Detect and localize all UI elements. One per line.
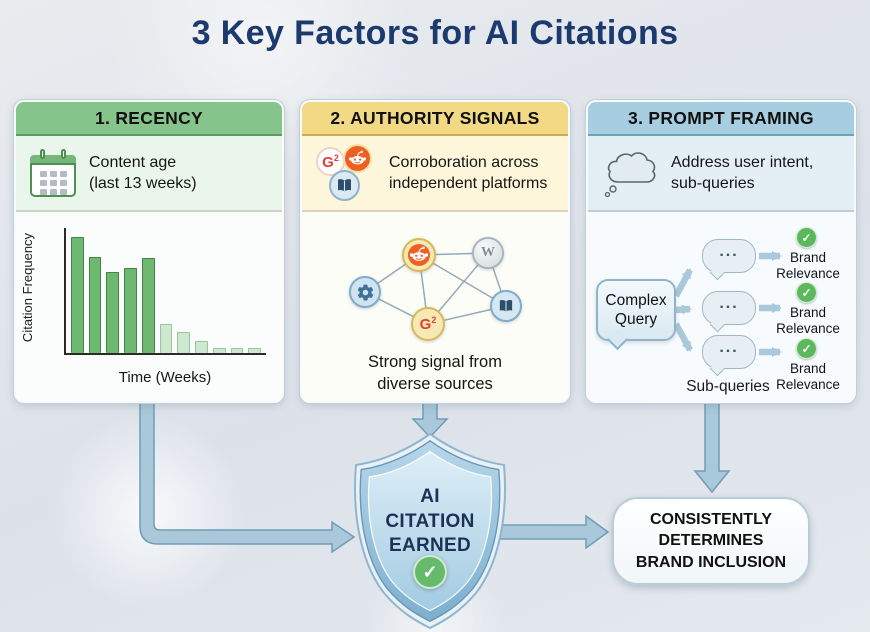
panel-header: 1. RECENCY	[16, 102, 282, 136]
prompt-flow-arrows	[673, 251, 782, 357]
chart-plot	[64, 228, 266, 355]
check-icon: ✓	[796, 282, 817, 303]
sub-queries-label: Sub-queries	[686, 378, 770, 395]
ai-citation-shield: AI CITATION EARNED ✓	[347, 428, 513, 632]
recency-info-row: Content age (last 13 weeks)	[16, 136, 282, 212]
recency-info-text: Content age (last 13 weeks)	[89, 153, 197, 192]
flow-arrow-recency	[139, 402, 356, 554]
check-icon: ✓	[796, 227, 817, 248]
chart-bar	[195, 340, 208, 353]
flow-arrow-shield-to-outcome	[499, 514, 610, 550]
book-icon	[490, 290, 522, 322]
chart-bar	[124, 268, 137, 353]
check-icon: ✓	[796, 338, 817, 359]
page-title: 3 Key Factors for AI Citations	[191, 14, 679, 52]
reddit-icon	[402, 238, 436, 272]
g2-icon: G2	[411, 307, 445, 341]
chart-x-axis-label: Time (Weeks)	[118, 369, 212, 386]
panel-recency: 1. RECENCY Content age (last 13 weeks) C…	[14, 100, 284, 403]
authority-info-row: G2	[302, 136, 568, 212]
factor-panels: 1. RECENCY Content age (last 13 weeks) C…	[14, 100, 856, 403]
panel-header: 3. PROMPT FRAMING	[588, 102, 854, 136]
shield-check-icon: ✓	[413, 555, 447, 589]
chart-bar	[230, 348, 244, 353]
platform-icons-cluster: G2	[316, 144, 376, 202]
chart-bar	[141, 258, 155, 353]
book-icon	[329, 170, 360, 201]
chart-bar	[248, 348, 262, 353]
calendar-icon	[30, 148, 76, 197]
chart-bar	[106, 271, 120, 353]
sub-query-bubble: ...	[702, 291, 756, 325]
chart-bar	[177, 331, 191, 353]
wikipedia-globe-icon: W	[472, 237, 504, 269]
authority-network: W G2 Stron	[302, 212, 568, 401]
recency-chart: Citation Frequency Time (Weeks)	[16, 212, 282, 401]
outcome-box: CONSISTENTLY DETERMINES BRAND INCLUSION	[612, 497, 810, 585]
shield-title: AI CITATION EARNED	[385, 486, 475, 557]
chart-bar	[71, 236, 84, 353]
authority-caption: Strong signal from diverse sources	[368, 353, 502, 393]
chart-bar	[159, 324, 173, 353]
prompt-info-row: Address user intent, sub-queries	[588, 136, 854, 212]
sub-query-bubble: ...	[702, 335, 756, 369]
authority-info-text: Corroboration across independent platfor…	[389, 153, 548, 192]
panel-prompt-framing: 3. PROMPT FRAMING Address user intent, s…	[586, 100, 856, 403]
panel-authority-signals: 2. AUTHORITY SIGNALS G2	[300, 100, 570, 403]
sub-query-bubble: ...	[702, 239, 756, 273]
flow-arrow-prompt	[693, 402, 731, 494]
chart-y-axis-label: Citation Frequency	[20, 232, 36, 343]
reddit-icon	[343, 144, 372, 173]
complex-query-box: Complex Query	[596, 279, 676, 341]
shield-icon	[354, 432, 506, 630]
panel-header: 2. AUTHORITY SIGNALS	[302, 102, 568, 136]
thought-cloud-icon	[604, 152, 656, 198]
network-diagram: W G2	[302, 212, 568, 362]
chart-bar	[212, 348, 226, 353]
prompt-info-text: Address user intent, sub-queries	[671, 153, 814, 192]
chart-bar	[88, 256, 102, 353]
gear-icon	[349, 276, 381, 308]
flow-arrow-authority	[411, 402, 449, 439]
